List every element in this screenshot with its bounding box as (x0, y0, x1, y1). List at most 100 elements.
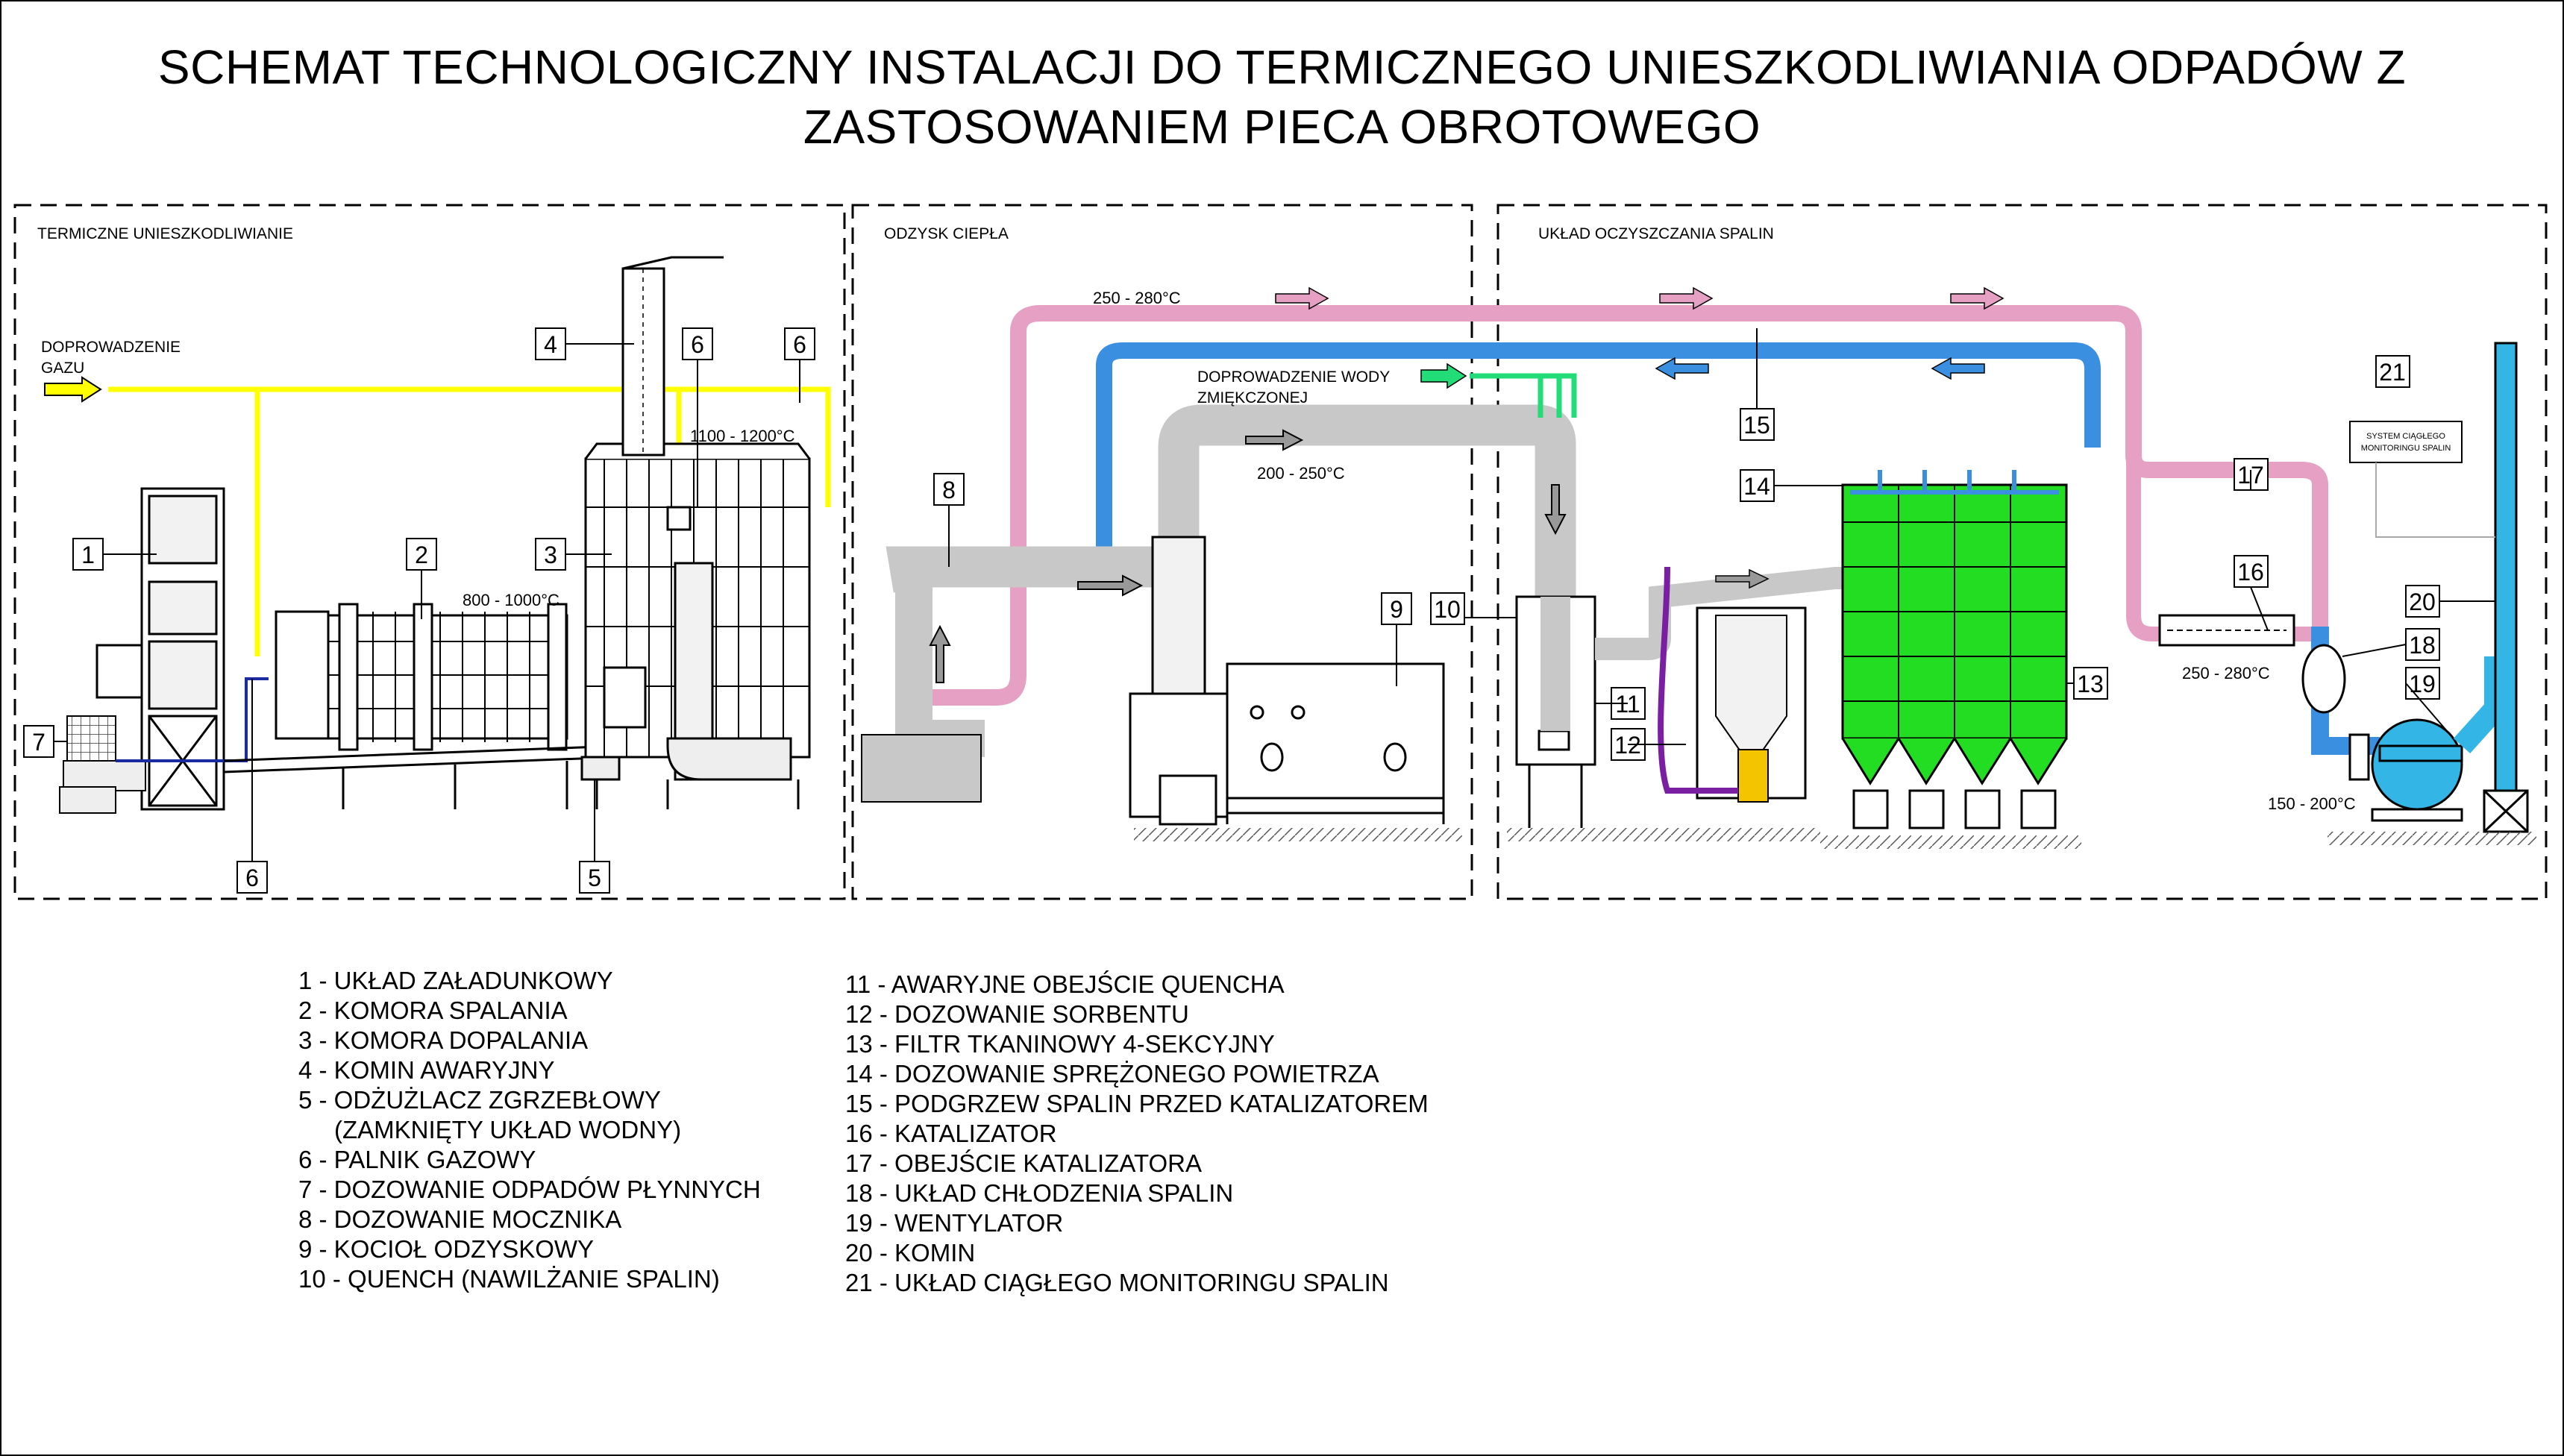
svg-text:5: 5 (588, 865, 601, 891)
section-label-heat-recovery: ODZYSK CIEPŁA (884, 225, 1009, 242)
legend-item: 11 - AWARYJNE OBEJŚCIE QUENCHA (845, 970, 1285, 998)
callout-5: 5 (579, 861, 610, 894)
svg-text:4: 4 (544, 331, 557, 358)
water-inlet-arrow-icon (1420, 363, 1467, 389)
callout-6: 6 (236, 861, 268, 894)
quench-bypass-duct (1595, 567, 1843, 660)
quench-bypass-arrow-icon (1715, 568, 1770, 589)
afterburner-chamber (580, 442, 811, 809)
water-supply-label-2: ZMIĘKCZONEJ (1197, 389, 1308, 407)
flow-arrows-return (1655, 357, 1985, 380)
hot-flue-gas-duct-branch (2126, 462, 2313, 641)
callout-6: 6 (682, 327, 713, 360)
svg-text:9: 9 (1390, 596, 1403, 623)
gas-inlet-arrow-icon (44, 376, 102, 403)
legend-item: 3 - KOMORA DOPALANIA (298, 1026, 589, 1054)
legend-item: 15 - PODGRZEW SPALIN PRZED KATALIZATOREM (845, 1090, 1429, 1117)
callout-18: 18 (2405, 628, 2440, 661)
legend-item: 19 - WENTYLATOR (845, 1209, 1064, 1237)
leader-lines (54, 328, 2495, 862)
water-supply-line (1470, 373, 1577, 418)
svg-text:19: 19 (2409, 671, 2436, 697)
gas-supply-label-2: GAZU (41, 360, 84, 377)
callout-8: 8 (933, 473, 965, 506)
flow-arrows-hot (1275, 286, 2005, 310)
monitoring-signal-line (2375, 462, 2495, 538)
callout-14: 14 (1740, 469, 1775, 502)
gas-supply-label-1: DOPROWADZENIE (41, 339, 181, 356)
section-label-thermal: TERMICZNE UNIESZKODLIWIANIE (37, 225, 293, 242)
svg-text:6: 6 (245, 865, 259, 891)
temp-hot-duct: 250 - 280°C (1093, 289, 1181, 307)
legend-item: 20 - KOMIN (845, 1239, 976, 1267)
legend-item: 8 - DOZOWANIE MOCZNIKA (298, 1205, 622, 1233)
svg-text:3: 3 (544, 542, 557, 568)
page-title: SCHEMAT TECHNOLOGICZNY INSTALACJI DO TER… (0, 37, 2564, 157)
section-frame-thermal (13, 204, 846, 900)
legend-item: 9 - KOCIOŁ ODZYSKOWY (298, 1235, 595, 1263)
legend-item: 7 - DOZOWANIE ODPADÓW PŁYNNYCH (298, 1176, 761, 1203)
legend-item: 5 - ODŻUŻLACZ ZGRZEBŁOWY (298, 1086, 661, 1114)
legend-item: 13 - FILTR TKANINOWY 4-SEKCYJNY (845, 1030, 1275, 1058)
boiler-flue-duct (886, 404, 1576, 597)
stack (2453, 342, 2529, 833)
callout-19: 19 (2405, 667, 2440, 700)
rotary-kiln (223, 603, 620, 809)
svg-text:8: 8 (942, 477, 956, 503)
legend-item: 17 - OBEJŚCIE KATALIZATORA (845, 1149, 1203, 1177)
legend-item: 2 - KOMORA SPALANIA (298, 997, 568, 1024)
emergency-stack (621, 256, 724, 456)
callout-9: 9 (1381, 592, 1412, 625)
legend-item: 14 - DOZOWANIE SPRĘŻONEGO POWIETRZA (845, 1060, 1379, 1088)
svg-text:15: 15 (1743, 412, 1770, 439)
legend-item: 21 - UKŁAD CIĄGŁEGO MONITORINGU SPALIN (845, 1269, 1389, 1296)
urea-dosing-unit (861, 734, 982, 803)
legend-item: 16 - KATALIZATOR (845, 1120, 1057, 1147)
svg-text:6: 6 (691, 331, 704, 358)
svg-text:20: 20 (2409, 589, 2436, 615)
svg-text:21: 21 (2379, 359, 2406, 386)
callout-21: 21 (2375, 355, 2410, 388)
ground-hatch (2328, 832, 2536, 845)
callout-2: 2 (406, 538, 437, 571)
legend-item: (ZAMKNIĘTY UKŁAD WODNY) (334, 1116, 682, 1143)
svg-text:2: 2 (415, 542, 428, 568)
svg-text:14: 14 (1743, 473, 1770, 500)
recovery-boiler (1129, 536, 1445, 826)
title-line-1: SCHEMAT TECHNOLOGICZNY INSTALACJI DO TER… (157, 40, 2407, 94)
callout-10: 10 (1430, 592, 1465, 625)
legend-item: 12 - DOZOWANIE SORBENTU (845, 1000, 1189, 1028)
urea-dosing-duct (895, 567, 985, 757)
temp-boiler-outlet: 200 - 250°C (1257, 464, 1345, 483)
callout-15: 15 (1740, 408, 1775, 441)
ground-hatch (1134, 828, 1462, 841)
temp-afterburner: 1100 - 1200°C (690, 427, 795, 445)
liquid-waste-dosing (59, 677, 269, 814)
return-flue-gas-duct (1096, 342, 2101, 589)
section-frame-gas-cleaning (1496, 204, 2548, 900)
svg-text:10: 10 (1434, 596, 1461, 623)
gas-cooling-and-fan (2301, 627, 2463, 822)
callout-7: 7 (23, 725, 54, 758)
callout-20: 20 (2405, 585, 2440, 618)
hot-flue-gas-duct (906, 305, 2328, 706)
compressed-air-manifold (1850, 470, 2059, 495)
svg-text:1: 1 (81, 542, 95, 568)
flow-arrows-grey (929, 429, 1567, 683)
legend-item: 6 - PALNIK GAZOWY (298, 1146, 536, 1173)
legend-item: 18 - UKŁAD CHŁODZENIA SPALIN (845, 1179, 1234, 1207)
sorbent-dosing (1658, 566, 1807, 803)
svg-text:6: 6 (793, 331, 806, 358)
section-frame-heat-recovery (851, 204, 1473, 900)
legend-item: 10 - QUENCH (NAWILŻANIE SPALIN) (298, 1265, 720, 1293)
legend-left: 1 - UKŁAD ZAŁADUNKOWY 2 - KOMORA SPALANI… (298, 966, 761, 1294)
svg-text:13: 13 (2077, 671, 2104, 697)
legend-item: 4 - KOMIN AWARYJNY (298, 1056, 555, 1084)
callout-3: 3 (535, 538, 566, 571)
title-line-2: ZASTOSOWANIEM PIECA OBROTOWEGO (803, 100, 1761, 154)
ground-hatch (1820, 835, 2081, 849)
svg-text:18: 18 (2409, 632, 2436, 659)
svg-text:7: 7 (32, 729, 46, 756)
